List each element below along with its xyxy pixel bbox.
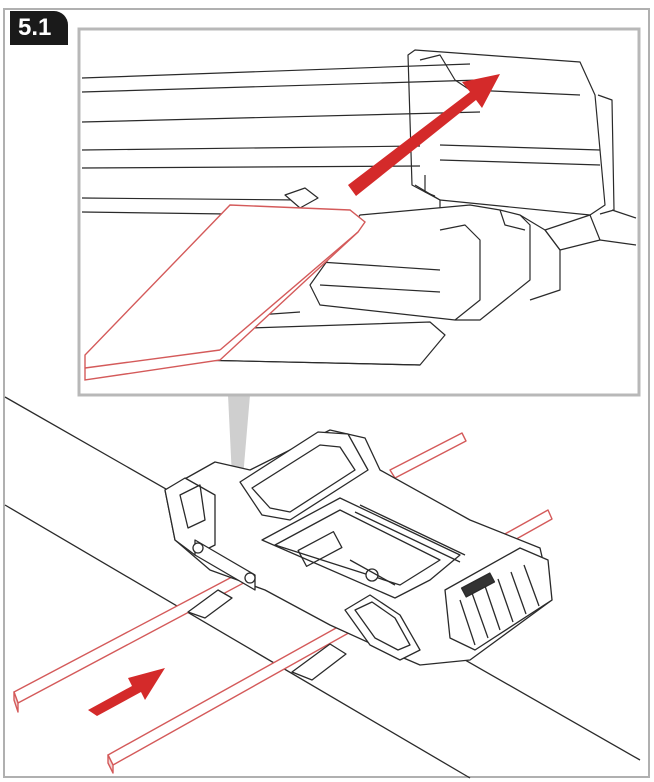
main-scene (4, 396, 641, 779)
arrow-up-right-icon (348, 74, 500, 196)
detail-inset (77, 27, 641, 397)
detail-strap (84, 204, 366, 381)
strap-top-left (389, 432, 467, 479)
device-body (164, 429, 553, 666)
outer-frame (3, 8, 650, 778)
step-number-badge: 5.1 (10, 11, 68, 45)
detail-drawing (81, 49, 637, 366)
ribbed-grip (444, 547, 553, 651)
arrow-up-right-icon (88, 668, 165, 716)
